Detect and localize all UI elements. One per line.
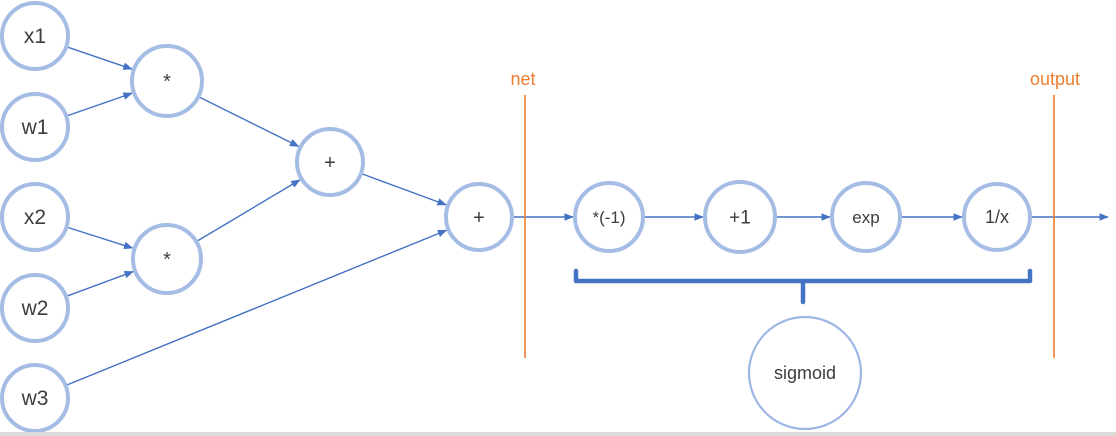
edge-x1-to-mul1: [67, 46, 133, 70]
node-sigmoid: [747, 315, 863, 431]
sigmoid-brace: [573, 268, 1033, 305]
edge-w1-to-mul1: [67, 92, 133, 117]
node-sigmoid-label: sigmoid: [774, 363, 836, 383]
node-exp: [830, 181, 902, 253]
node-plus1-label: +1: [729, 207, 751, 228]
edge-w3-to-add2: [67, 229, 448, 386]
window-edge-strip: [0, 432, 1116, 436]
node-w2: [0, 273, 70, 343]
node-add1-label: +: [324, 152, 336, 174]
node-w3-label: w3: [21, 387, 49, 410]
node-mul1-label: *: [163, 71, 171, 93]
node-x1-label: x1: [24, 25, 46, 48]
edge-mul2-to-add1: [197, 179, 301, 242]
node-add2-label: +: [473, 207, 485, 229]
node-w2-label: w2: [21, 297, 49, 320]
node-inv: [962, 182, 1032, 252]
edge-add1-to-add2: [362, 173, 447, 206]
node-w1-label: w1: [21, 116, 49, 139]
edge-mul1-to-add1: [199, 96, 300, 148]
node-x1: [0, 1, 70, 71]
node-x2: [0, 182, 70, 252]
output-label: output: [1030, 69, 1080, 89]
edge-x2-to-mul2: [68, 226, 134, 250]
node-w1: [0, 92, 70, 162]
net-label: net: [510, 69, 535, 89]
node-mul2-label: *: [163, 249, 171, 271]
node-x2-label: x2: [24, 206, 46, 229]
node-add1: [295, 127, 365, 197]
node-mul2: [131, 223, 203, 295]
node-neg: [573, 181, 645, 253]
node-mul1: [130, 44, 204, 118]
edge-w2-to-mul2: [67, 270, 134, 297]
node-w3: [0, 363, 70, 433]
node-neg-label: *(-1): [592, 208, 625, 227]
node-exp-label: exp: [852, 208, 879, 227]
node-add2: [444, 182, 514, 252]
node-plus1: [703, 180, 777, 254]
node-inv-label: 1/x: [985, 207, 1009, 227]
